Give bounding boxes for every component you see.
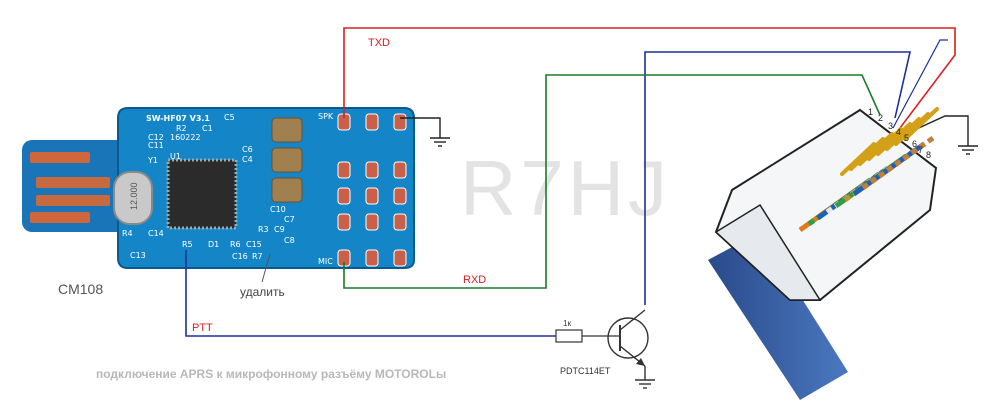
solder-pad: [393, 161, 407, 179]
crystal-label: 12.000: [129, 182, 139, 210]
solder-pad: [365, 187, 379, 205]
ref-label: C4: [242, 155, 253, 164]
pin-number: 3: [888, 121, 893, 131]
ref-label: C12: [148, 133, 164, 142]
gold-contact: [840, 142, 876, 176]
transistor-label: PDTC114ET: [560, 366, 611, 376]
solder-pad: [393, 113, 407, 131]
gold-contact: [849, 137, 885, 171]
ref-label: C6: [242, 145, 253, 154]
pin-number: 5: [904, 133, 909, 143]
rj45-connector: [708, 107, 939, 400]
pin-number: 6: [912, 139, 917, 149]
ref-label: C15: [246, 240, 262, 249]
internal-wire: [861, 135, 935, 191]
ref-label: R4: [122, 229, 133, 238]
gold-contact: [876, 122, 912, 156]
board-date: 160222: [170, 133, 201, 142]
ref-label: R7: [252, 252, 263, 261]
ref-label: U1: [170, 152, 181, 161]
ref-label: C8: [284, 236, 295, 245]
solder-pad: [365, 213, 379, 231]
solder-pad: [337, 187, 351, 205]
pin-numbers: 1 2 3 4 5 6 7 8: [868, 107, 931, 160]
chip-label: CM108: [58, 281, 103, 297]
pad-grid: [337, 113, 407, 267]
remove-note: удалить: [240, 285, 285, 299]
ref-label: C5: [224, 113, 235, 122]
ref-label: C11: [148, 141, 164, 150]
ref-label: C14: [148, 229, 164, 238]
rxd-wire: [343, 74, 881, 289]
capacitor: [271, 147, 303, 173]
solder-pad: [337, 161, 351, 179]
resistor: [555, 329, 583, 343]
solder-pad: [365, 113, 379, 131]
spk-label: SPK: [318, 112, 334, 121]
pin-number: 1: [868, 107, 873, 117]
solder-pad: [393, 213, 407, 231]
txd-wire: [343, 27, 956, 129]
internal-wires: [798, 135, 935, 233]
usb-contact: [36, 195, 110, 206]
ref-label: D1: [208, 240, 219, 249]
pin-number: 8: [926, 150, 931, 160]
gold-contact: [885, 117, 921, 151]
remove-pointer: [261, 253, 271, 283]
ref-label: R2: [176, 124, 187, 133]
rxd-label: RXD: [463, 274, 486, 286]
ground-symbol: [909, 115, 978, 155]
mic-label: MIC: [318, 257, 333, 266]
plug-lip: [714, 203, 822, 301]
ptt-label: PTT: [192, 322, 213, 334]
solder-pad: [365, 161, 379, 179]
ref-label: C13: [130, 251, 146, 260]
ref-label: Y1: [147, 156, 158, 165]
cm108-chip: [166, 158, 238, 230]
pin-number: 4: [896, 127, 901, 137]
solder-pad: [393, 187, 407, 205]
usb-contact: [30, 152, 90, 163]
ground-symbol: [400, 117, 450, 147]
flat-cable: [708, 232, 848, 400]
ref-label: C1: [202, 124, 213, 133]
pin-wire: [892, 39, 948, 129]
resistor-label: 1к: [563, 319, 571, 328]
pin-number: 7: [918, 145, 923, 155]
ref-label: R6: [230, 240, 241, 249]
ref-label: C10: [270, 205, 286, 214]
solder-pad: [337, 213, 351, 231]
capacitor: [271, 177, 303, 203]
ptt-wire: [644, 51, 912, 305]
ref-label: C16: [232, 252, 248, 261]
ptt-wire: [185, 250, 556, 337]
usb-contact: [30, 212, 90, 223]
crystal: [113, 171, 153, 225]
gold-contact: [894, 112, 930, 146]
board-name: SW-HF07 V3.1: [146, 114, 210, 123]
gold-contact: [903, 107, 939, 141]
solder-pad: [393, 249, 407, 267]
capacitor: [271, 117, 303, 143]
ref-label: C9: [274, 225, 285, 234]
usb-sound-card: SW-HF07 V3.1 160222 12.000 SPK MIC R2 C1…: [22, 107, 415, 269]
gold-contact: [867, 127, 903, 161]
transistor: [607, 309, 655, 389]
ref-label: C7: [284, 215, 295, 224]
watermark: R7HJ: [460, 144, 671, 232]
usb-contact: [36, 177, 110, 188]
gold-contacts: [840, 107, 939, 176]
gold-contact: [858, 132, 894, 166]
pin-number: 2: [878, 113, 883, 123]
ref-label: R5: [182, 240, 193, 249]
txd-label: TXD: [368, 37, 390, 49]
ref-label: R3: [258, 225, 269, 234]
solder-pad: [365, 249, 379, 267]
caption: подключение APRS к микрофонному разъёму …: [96, 367, 446, 381]
